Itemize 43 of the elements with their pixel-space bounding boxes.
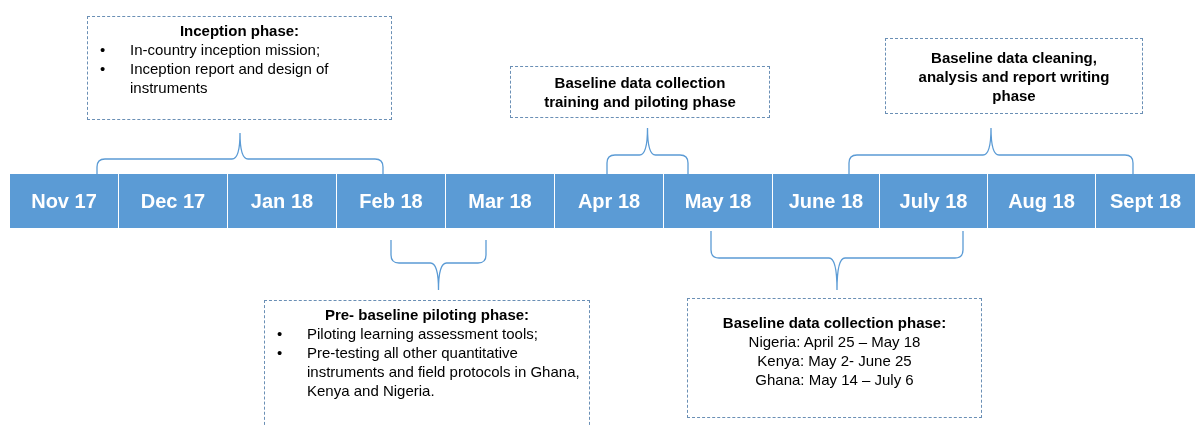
- phase-box: [264, 300, 590, 426]
- timeline-segment: [664, 174, 772, 228]
- timeline-segment: [446, 174, 554, 228]
- phase-box: [687, 298, 982, 418]
- bullet-item: In-country inception mission;: [130, 40, 321, 59]
- bullet-mark: •: [276, 343, 284, 363]
- phase-box: [885, 38, 1143, 114]
- month-label: Aug 18: [1008, 189, 1075, 213]
- bullet-item: Inception report and design of instruments: [130, 59, 330, 97]
- timeline-segment: [555, 174, 663, 228]
- phase-title: Baseline data collection training and piloting phase: [543, 73, 737, 111]
- month-label: Jan 18: [250, 189, 314, 213]
- month-label: May 18: [684, 189, 752, 213]
- timeline-segment: [10, 174, 118, 228]
- timeline-segment: [228, 174, 336, 228]
- phase-title: Inception phase:: [178, 21, 301, 40]
- month-label: Sept 18: [1109, 189, 1182, 213]
- timeline-segment: [988, 174, 1095, 228]
- month-label: Feb 18: [359, 189, 423, 213]
- month-label: Dec 17: [140, 189, 206, 213]
- date-range: Ghana: May 14 – July 6: [754, 370, 915, 389]
- month-label: June 18: [788, 189, 864, 213]
- phase-box: [87, 16, 392, 120]
- timeline-segment: [337, 174, 445, 228]
- bullet-item: Piloting learning assessment tools;: [307, 324, 538, 343]
- timeline-segment: [773, 174, 879, 228]
- timeline-segment: [880, 174, 987, 228]
- timeline-segment: [1096, 174, 1195, 228]
- phase-title: Baseline data cleaning, analysis and report writing phase: [917, 47, 1111, 105]
- month-label: Apr 18: [577, 189, 641, 213]
- phase-title: Pre- baseline piloting phase:: [323, 305, 531, 324]
- month-label: July 18: [899, 189, 968, 213]
- month-label: Mar 18: [468, 189, 532, 213]
- bullet-item: Pre-testing all other quantitative instruments and field protocols in Ghana, Kenya and Nigeria.: [307, 343, 581, 400]
- timeline-segment: [119, 174, 227, 228]
- date-range: Nigeria: April 25 – May 18: [747, 332, 922, 351]
- month-label: Nov 17: [31, 189, 97, 213]
- date-range: Kenya: May 2- June 25: [756, 351, 913, 370]
- bullet-mark: •: [99, 59, 107, 79]
- bullet-mark: •: [99, 40, 107, 59]
- bullet-mark: •: [276, 324, 284, 343]
- phase-box: [510, 66, 770, 118]
- phase-title: Baseline data collection phase:: [721, 313, 948, 332]
